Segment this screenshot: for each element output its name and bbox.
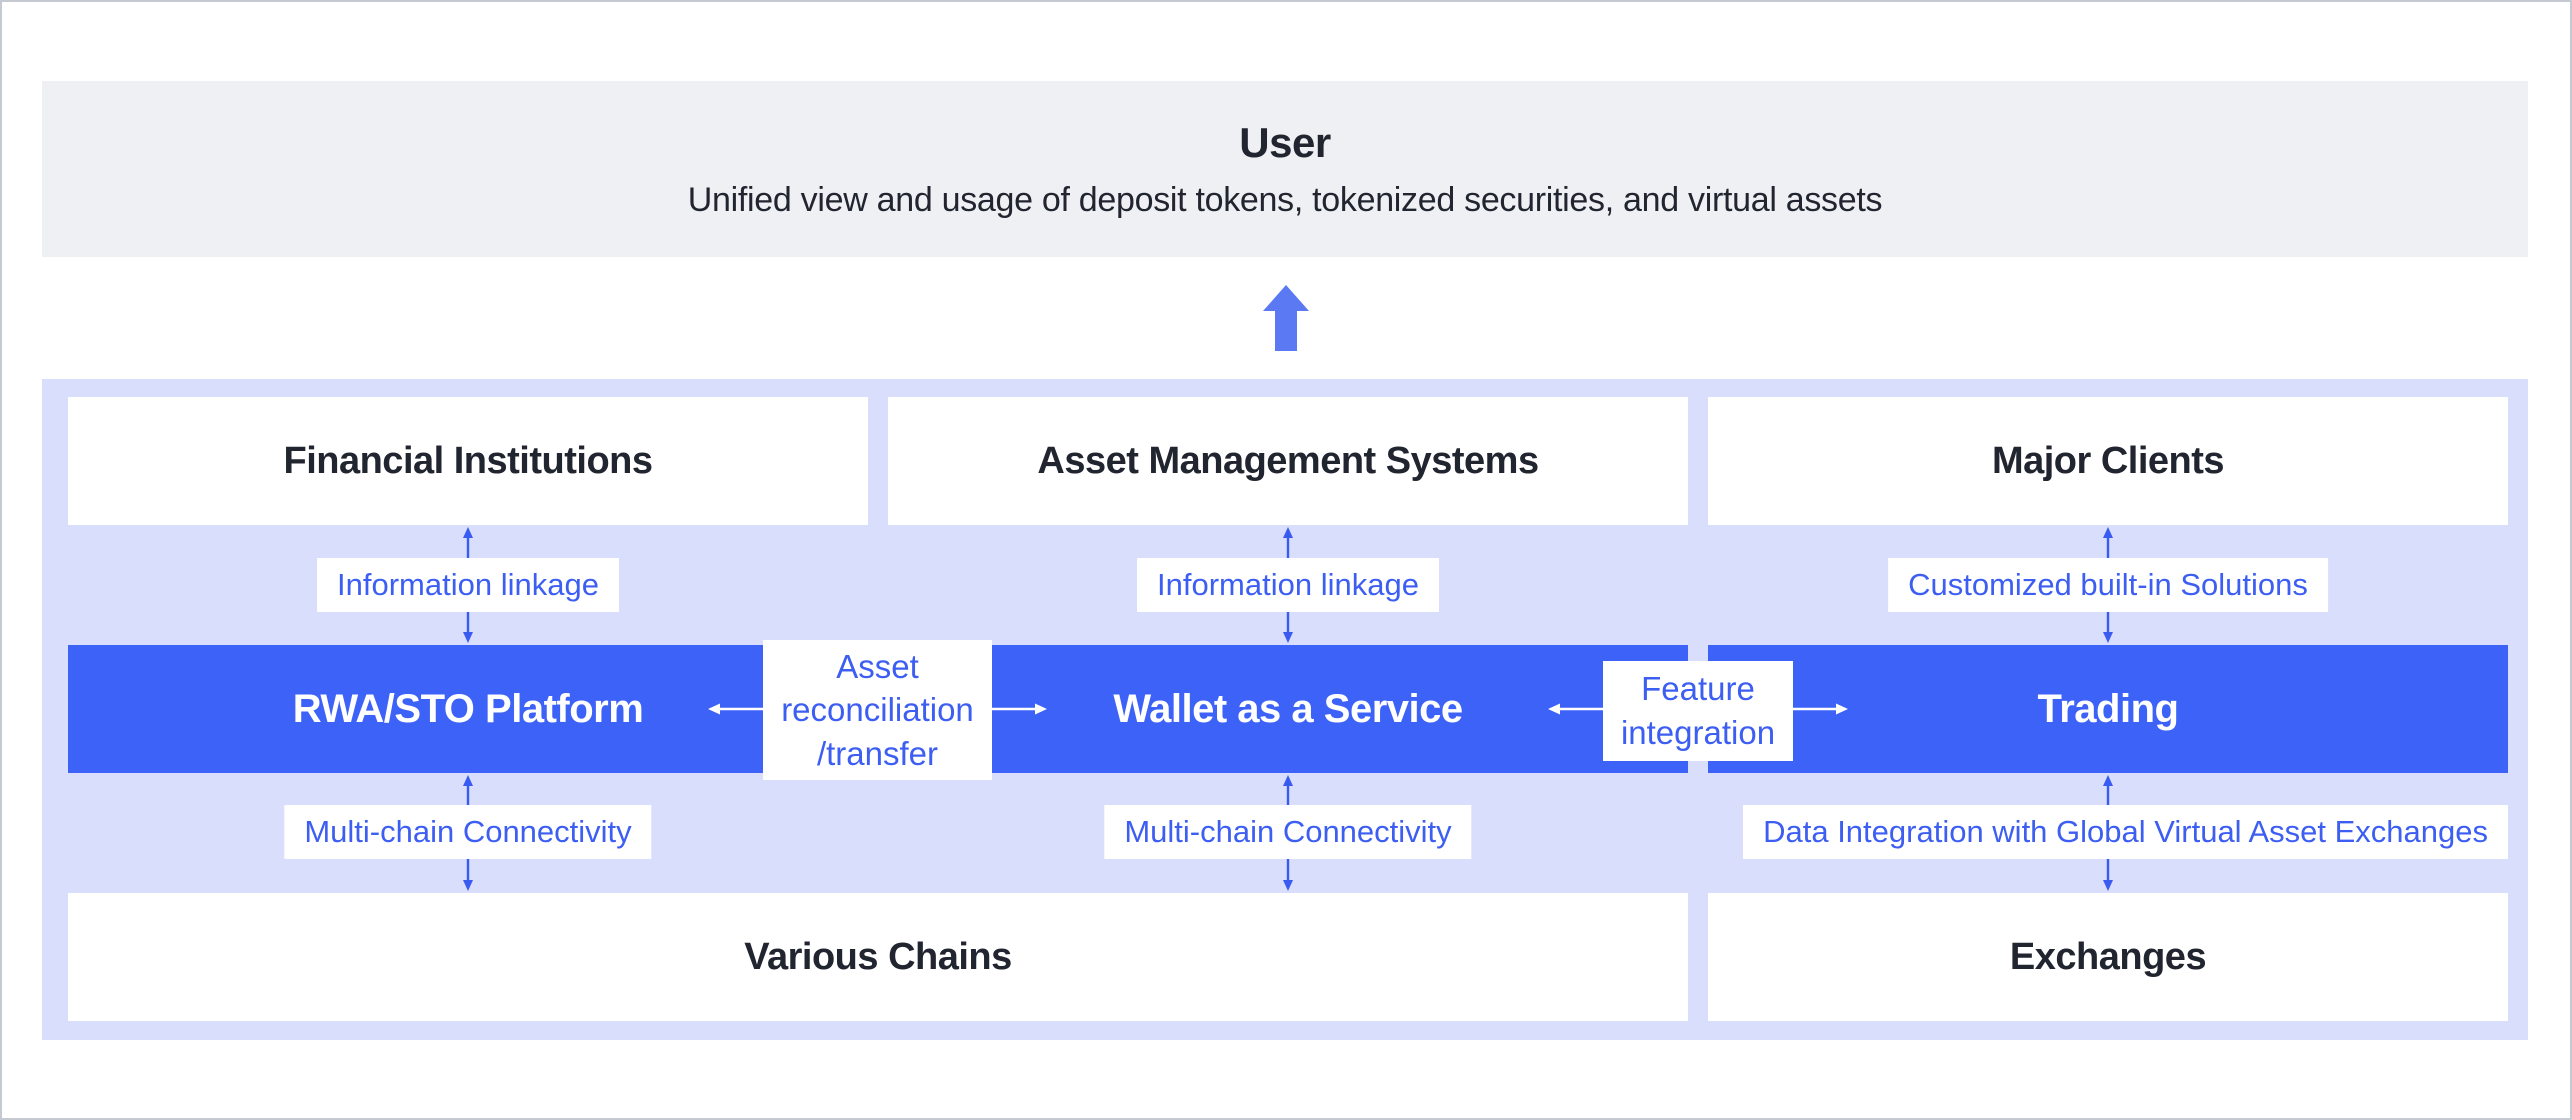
box-major-clients: Major Clients [1708,397,2508,525]
wallet-as-a-service-label: Wallet as a Service [1113,686,1463,731]
bar-title-wallet-as-a-service: Wallet as a Service [888,645,1688,773]
user-banner: User Unified view and usage of deposit t… [42,81,2528,257]
connector-asset-reconciliation-transfer: Asset reconciliation /transfer [763,640,992,780]
user-title: User [1239,118,1331,166]
user-subtitle: Unified view and usage of deposit tokens… [687,180,1883,219]
rwa-sto-platform-label: RWA/STO Platform [292,686,644,731]
trading-label: Trading [2037,686,2179,731]
platform-panel: Financial Institutions Asset Management … [42,379,2528,1040]
bar-title-trading: Trading [1708,645,2508,773]
right-arrow-icon [1793,703,1848,715]
box-financial-institutions-label: Financial Institutions [283,439,653,482]
connector-line: integration [1620,714,1776,751]
box-asset-management-systems: Asset Management Systems [888,397,1688,525]
box-various-chains-label: Various Chains [744,935,1012,978]
label-data-integration-exchanges: Data Integration with Global Virtual Ass… [1743,805,2508,859]
label-multi-chain-connectivity-1: Multi-chain Connectivity [284,805,652,859]
left-arrow-icon [1548,703,1603,715]
box-exchanges-label: Exchanges [2009,935,2207,978]
connector-feature-integration: Feature integration [1603,661,1793,761]
box-financial-institutions: Financial Institutions [68,397,868,525]
label-information-linkage-1: Information linkage [317,558,619,612]
box-major-clients-label: Major Clients [1991,439,2225,482]
right-arrow-icon [992,703,1047,715]
up-arrow-icon [1263,285,1309,351]
left-arrow-icon [708,703,763,715]
connector-line: Feature [1641,670,1755,708]
box-exchanges: Exchanges [1708,893,2508,1021]
label-information-linkage-2: Information linkage [1137,558,1439,612]
label-multi-chain-connectivity-2: Multi-chain Connectivity [1104,805,1472,859]
label-customized-built-in-solutions: Customized built-in Solutions [1888,558,2328,612]
box-various-chains: Various Chains [68,893,1688,1021]
box-asset-management-systems-label: Asset Management Systems [1037,439,1539,482]
connector-line: reconciliation [781,691,974,729]
connector-line: Asset [836,647,919,685]
bar-title-rwa-sto-platform: RWA/STO Platform [68,645,868,773]
connector-line: /transfer [816,734,939,772]
